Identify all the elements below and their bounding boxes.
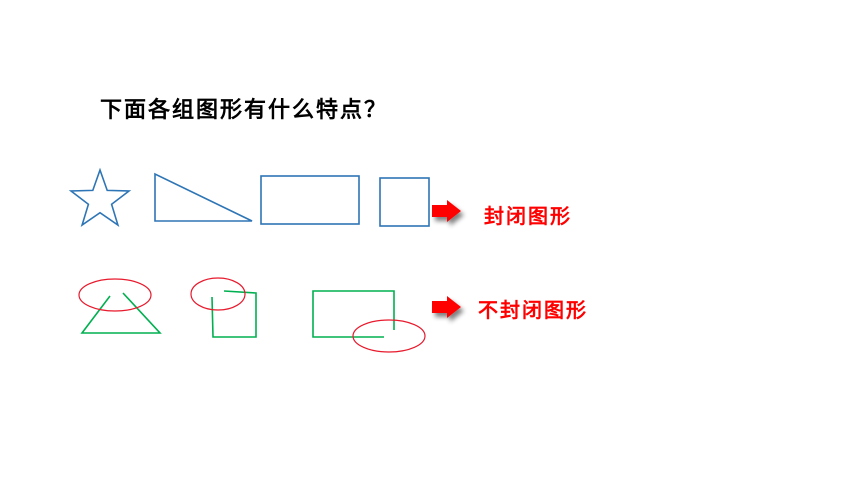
star-shape [68,167,132,227]
question-title: 下面各组图形有什么特点？ [100,98,389,123]
open-square-shape [211,290,257,338]
open-shapes-row [78,277,426,353]
open-figure-label: 不封闭图形 [478,298,588,322]
gap-highlight-ellipse [352,319,426,353]
right-triangle-shape [154,172,253,222]
gap-highlight-ellipse [78,278,152,312]
right-arrow-icon [432,200,461,222]
open-rectangle-shape [312,290,395,338]
gap-highlight-ellipse [190,277,246,311]
closed-figure-label: 封闭图形 [484,204,572,228]
closed-shapes-row [68,167,430,227]
square-shape [379,177,430,227]
open-triangle-shape [80,292,162,334]
rectangle-shape [260,175,360,225]
right-arrow-icon [432,296,461,318]
